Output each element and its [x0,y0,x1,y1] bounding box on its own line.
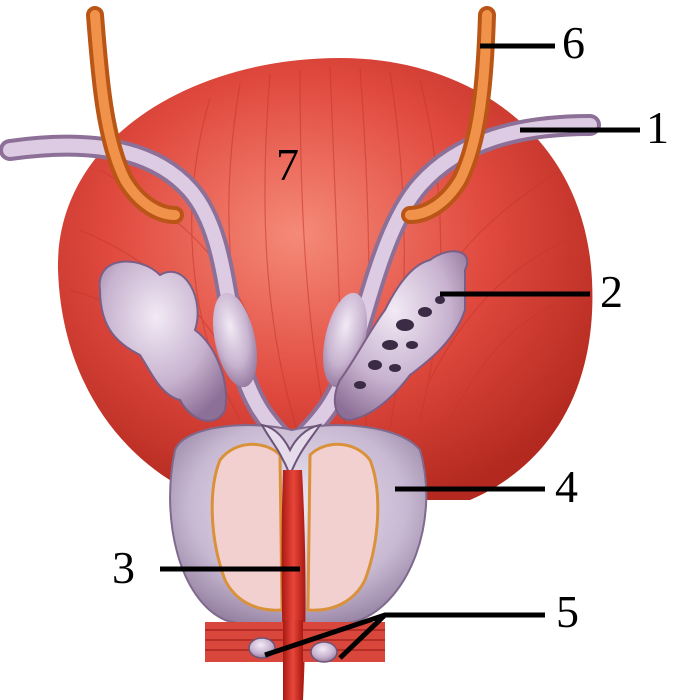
label-2: 2 [600,266,623,317]
urogenital-diaphragm [205,620,385,700]
label-4: 4 [555,461,578,512]
label-5: 5 [556,586,579,637]
label-7: 7 [276,139,299,190]
label-6: 6 [562,17,585,68]
label-3: 3 [112,542,135,593]
label-1: 1 [646,102,669,153]
